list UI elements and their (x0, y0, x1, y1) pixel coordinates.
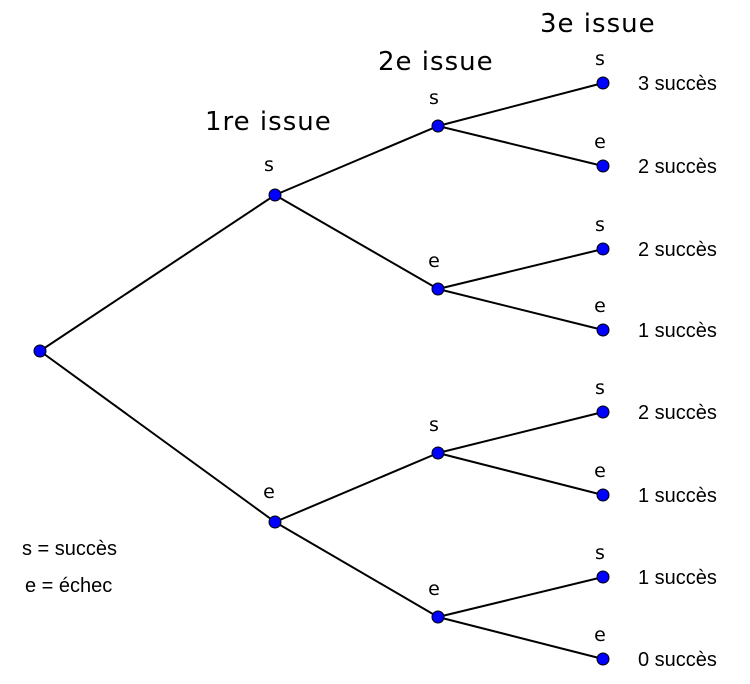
edge-root-to-l1-0 (39, 194, 276, 352)
node-l2-2 (431, 446, 445, 460)
result-label-3: 1 succès (638, 320, 717, 342)
node-l3-6 (596, 570, 610, 584)
node-l2-3 (431, 610, 445, 624)
edge-l2-to-l3-0 (437, 82, 604, 127)
node-l3-4 (596, 405, 610, 419)
edge-l1-to-l2-0 (274, 125, 439, 196)
edge-l2-to-l3-2 (437, 248, 604, 290)
result-label-7: 0 succès (638, 649, 717, 671)
node-l3-7 (596, 652, 610, 666)
legend-failure: e = échec (25, 575, 112, 597)
result-label-0: 3 succès (638, 73, 717, 95)
node-label-l3-3: e (594, 295, 606, 317)
node-label-l3-1: e (594, 131, 606, 153)
edge-l2-to-l3-6 (437, 576, 604, 618)
edge-l1-to-l2-2 (274, 452, 439, 523)
node-l1-0 (268, 188, 282, 202)
edge-root-to-l1-1 (39, 350, 276, 523)
node-label-l2-2: s (429, 414, 439, 436)
node-label-l3-4: s (595, 377, 605, 399)
tree-labels: s e s e s e s e s e s e s e 3 succès 2 succès 2 succès 1 … (263, 48, 717, 671)
node-l2-0 (431, 119, 445, 133)
node-l3-0 (596, 76, 610, 90)
node-l3-1 (596, 159, 610, 173)
header-level-2: 2e issue (378, 47, 494, 77)
node-label-l3-0: s (595, 48, 605, 70)
node-label-l2-0: s (429, 87, 439, 109)
node-l3-2 (596, 242, 610, 256)
tree-edges (39, 82, 604, 660)
node-label-l3-2: s (595, 214, 605, 236)
edge-l2-to-l3-7 (437, 616, 604, 660)
edge-l2-to-l3-5 (437, 452, 604, 496)
node-label-l3-7: e (594, 624, 606, 646)
edge-l2-to-l3-1 (437, 125, 604, 167)
tree-nodes (33, 76, 610, 666)
result-label-1: 2 succès (638, 156, 717, 178)
header-level-3: 3e issue (540, 9, 656, 39)
node-label-l3-6: s (595, 542, 605, 564)
node-label-l1-1: e (263, 481, 275, 503)
header-level-1: 1re issue (205, 107, 332, 137)
node-label-l2-1: e (428, 250, 440, 272)
legend-success: s = succès (22, 538, 117, 560)
node-l3-3 (596, 323, 610, 337)
edge-l1-to-l2-1 (274, 194, 439, 290)
edge-l2-to-l3-3 (437, 288, 604, 331)
result-label-6: 1 succès (638, 567, 717, 589)
node-label-l3-5: e (594, 460, 606, 482)
node-l1-1 (268, 515, 282, 529)
node-l3-5 (596, 488, 610, 502)
edge-l2-to-l3-4 (437, 411, 604, 454)
node-label-l2-3: e (428, 578, 440, 600)
root-node (33, 344, 47, 358)
result-label-4: 2 succès (638, 402, 717, 424)
edge-l1-to-l2-3 (274, 521, 439, 618)
result-label-2: 2 succès (638, 239, 717, 261)
node-l2-1 (431, 282, 445, 296)
node-label-l1-0: s (264, 154, 274, 176)
result-label-5: 1 succès (638, 485, 717, 507)
